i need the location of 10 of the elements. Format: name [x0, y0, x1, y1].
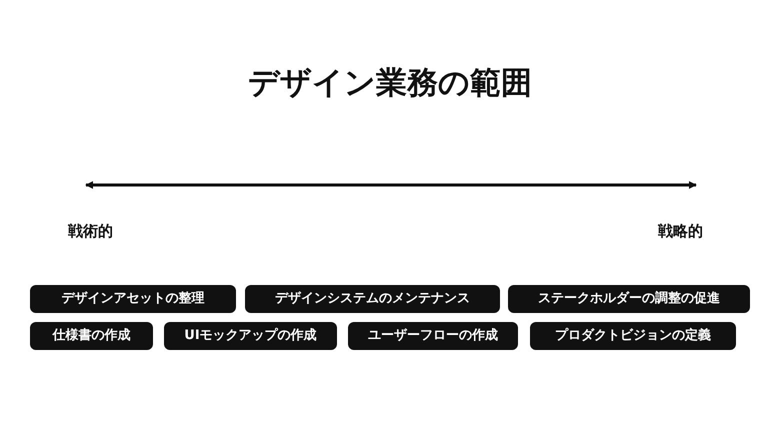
task-label: UIモックアップの作成	[164, 322, 337, 350]
task-label: デザインシステムのメンテナンス	[245, 285, 500, 313]
task-label: プロダクトビジョンの定義	[530, 322, 736, 350]
axis-end-label: 戦略的	[658, 222, 703, 241]
task-label: ステークホルダーの調整の促進	[508, 285, 750, 313]
axis-end-label: 戦術的	[68, 222, 113, 241]
task-label: デザインアセットの整理	[30, 285, 236, 313]
task-label: 仕様書の作成	[30, 322, 153, 350]
slide-title: デザイン業務の範囲	[248, 64, 532, 103]
task-label: ユーザーフローの作成	[348, 322, 518, 350]
